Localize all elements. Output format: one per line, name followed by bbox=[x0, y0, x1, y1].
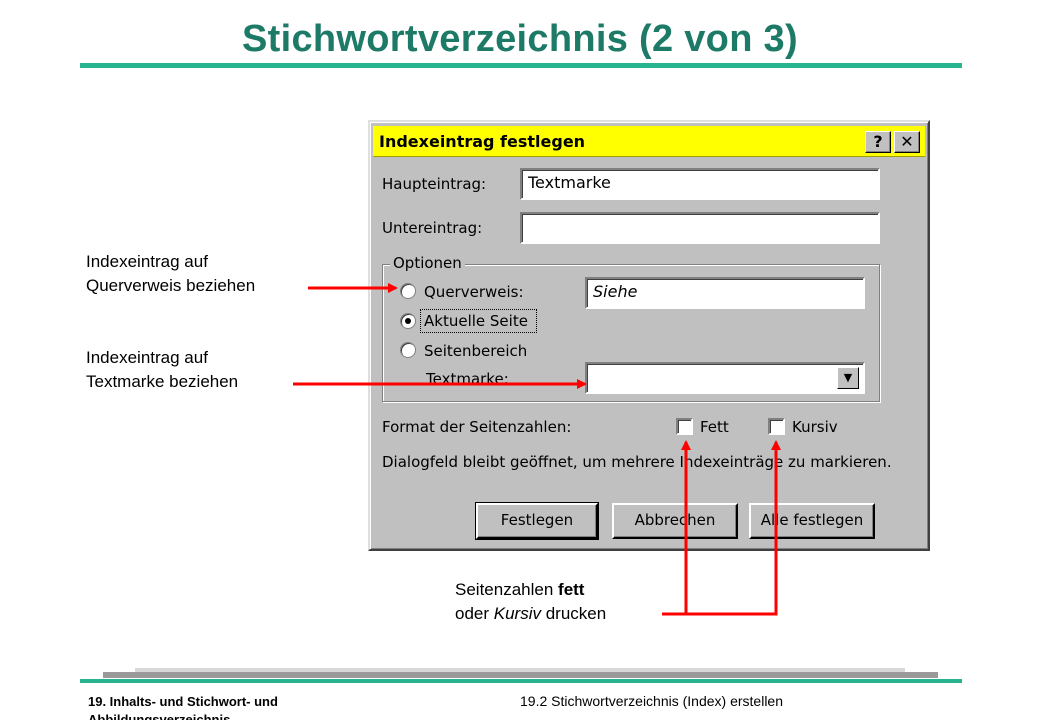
note-textmarke: Indexeintrag auf Textmarke beziehen bbox=[86, 346, 238, 394]
slide-title: Stichwortverzeichnis (2 von 3) bbox=[242, 18, 798, 60]
note-format-prefix2: oder bbox=[455, 604, 494, 623]
optionen-groupbox bbox=[382, 264, 880, 402]
note-format-bold: fett bbox=[558, 580, 585, 599]
info-text: Dialogfeld bleibt geöffnet, um mehrere I… bbox=[382, 453, 892, 471]
footer-section: 19.2 Stichwortverzeichnis (Index) erstel… bbox=[520, 693, 784, 709]
dialog-titlebar[interactable]: Indexeintrag festlegen ? ✕ bbox=[373, 126, 925, 157]
close-button[interactable]: ✕ bbox=[894, 131, 920, 153]
textmarke-select[interactable] bbox=[585, 362, 865, 394]
optionen-label: Optionen bbox=[390, 254, 465, 272]
focus-rectangle bbox=[420, 309, 537, 333]
haupteintrag-input[interactable]: Textmarke bbox=[520, 168, 880, 200]
note-format-prefix: Seitenzahlen bbox=[455, 580, 559, 599]
footer-shadow bbox=[103, 672, 938, 678]
radio-querverweis[interactable] bbox=[400, 283, 416, 299]
haupteintrag-label: Haupteintrag: bbox=[382, 175, 487, 193]
textmarke-label: Textmarke: bbox=[426, 370, 509, 388]
dialog-title: Indexeintrag festlegen bbox=[379, 132, 586, 151]
note-format-line2: oder Kursiv drucken bbox=[455, 602, 606, 626]
note-format-suffix: drucken bbox=[540, 604, 607, 623]
index-entry-dialog: Indexeintrag festlegen ? ✕ Haupteintrag:… bbox=[368, 120, 930, 551]
note-format-line1: Seitenzahlen fett bbox=[455, 578, 606, 602]
untereintrag-label: Untereintrag: bbox=[382, 219, 483, 237]
radio-seitenbereich-label[interactable]: Seitenbereich bbox=[424, 342, 528, 360]
note-textmarke-line1: Indexeintrag auf bbox=[86, 348, 208, 367]
note-querverweis: Indexeintrag auf Querverweis beziehen bbox=[86, 250, 255, 298]
note-textmarke-line2: Textmarke beziehen bbox=[86, 372, 239, 391]
radio-aktuelle-seite[interactable] bbox=[400, 313, 416, 329]
radio-querverweis-label[interactable]: Querverweis: bbox=[424, 283, 524, 301]
chevron-down-icon[interactable]: ▼ bbox=[837, 367, 859, 389]
radio-seitenbereich[interactable] bbox=[400, 342, 416, 358]
untereintrag-input[interactable] bbox=[520, 212, 880, 244]
title-rule bbox=[80, 63, 962, 68]
festlegen-button[interactable]: Festlegen bbox=[475, 502, 599, 540]
kursiv-checkbox[interactable] bbox=[768, 418, 785, 435]
radio-aktuelle-seite-label[interactable]: Aktuelle Seite bbox=[424, 312, 528, 330]
footer-shadow-light bbox=[135, 668, 905, 672]
help-button[interactable]: ? bbox=[865, 131, 891, 153]
alle-festlegen-button[interactable]: Alle festlegen bbox=[749, 503, 875, 539]
fett-checkbox[interactable] bbox=[676, 418, 693, 435]
kursiv-label[interactable]: Kursiv bbox=[792, 418, 838, 436]
format-label: Format der Seitenzahlen: bbox=[382, 418, 572, 436]
fett-label[interactable]: Fett bbox=[700, 418, 729, 436]
querverweis-input[interactable]: Siehe bbox=[585, 277, 865, 309]
note-format: Seitenzahlen fett oder Kursiv drucken bbox=[455, 578, 606, 626]
note-format-italic: Kursiv bbox=[493, 604, 541, 623]
footer-rule bbox=[80, 679, 962, 683]
note-querverweis-line1: Indexeintrag auf bbox=[86, 252, 208, 271]
footer-chapter: 19. Inhalts- und Stichwort- und Abbildun… bbox=[88, 694, 278, 720]
abbrechen-button[interactable]: Abbrechen bbox=[612, 503, 738, 539]
note-querverweis-line2: Querverweis beziehen bbox=[86, 276, 256, 295]
